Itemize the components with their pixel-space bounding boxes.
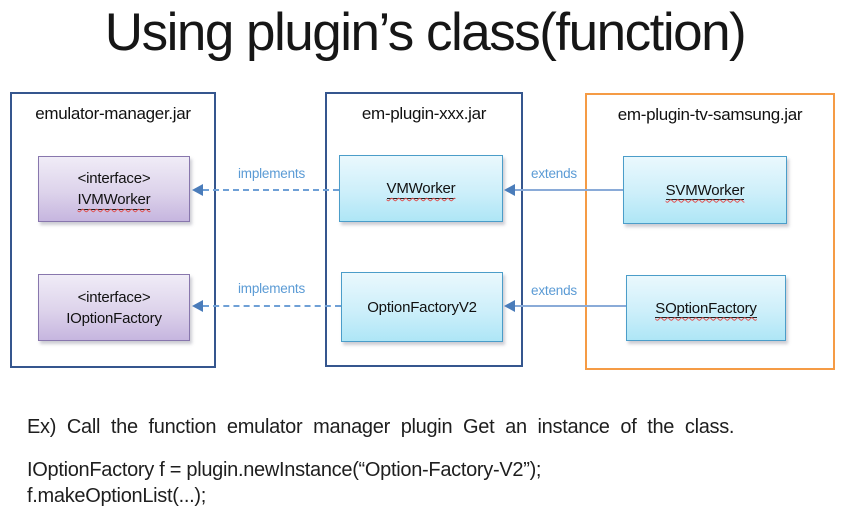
page-title: Using plugin’s class(function) [104,3,747,62]
code-line-1: IOptionFactory f = plugin.newInstance(“O… [27,459,542,481]
arrowhead-left-icon [192,184,203,196]
code-line-2: f.makeOptionList(...); [27,485,207,507]
class-box-soptionfactory: SOptionFactory [626,275,786,341]
arrowhead-left-icon [504,300,515,312]
package-label: emulator-manager.jar [35,104,191,123]
class-box-svmworker: SVMWorker [623,156,787,224]
package-label: em-plugin-xxx.jar [361,104,487,123]
implements-label: implements [237,281,306,296]
class-name-wrap: IVMWorker [77,189,151,210]
implements-label: implements [237,166,306,181]
class-box-ivmworker: <interface> IVMWorker [38,156,190,222]
extends-arrow-line [515,189,623,191]
extends-label: extends [531,283,577,298]
class-name: SOptionFactory [655,299,757,318]
class-box-ioptionfactory: <interface> IOptionFactory [38,274,190,341]
class-name-wrap: VMWorker [386,178,456,199]
class-name-wrap: SVMWorker [665,180,745,201]
class-stereotype: <interface> [77,288,151,306]
class-box-optionfactoryv2: OptionFactoryV2 [341,272,503,342]
class-name: SVMWorker [665,181,745,200]
package-label: em-plugin-tv-samsung.jar [617,105,803,124]
class-name: IVMWorker [77,191,151,210]
arrowhead-left-icon [504,184,515,196]
class-name: IOptionFactory [66,309,162,327]
example-caption: Ex) Call the function emulator manager p… [27,416,735,438]
extends-arrow-line [515,305,626,307]
implements-arrow-line [203,189,339,191]
implements-arrow-line [203,305,341,307]
extends-label: extends [531,166,577,181]
arrowhead-left-icon [192,300,203,312]
class-box-vmworker: VMWorker [339,155,503,222]
class-name: OptionFactoryV2 [367,298,477,316]
class-name: VMWorker [386,180,456,199]
class-name-wrap: SOptionFactory [655,298,757,319]
class-stereotype: <interface> [77,170,151,187]
